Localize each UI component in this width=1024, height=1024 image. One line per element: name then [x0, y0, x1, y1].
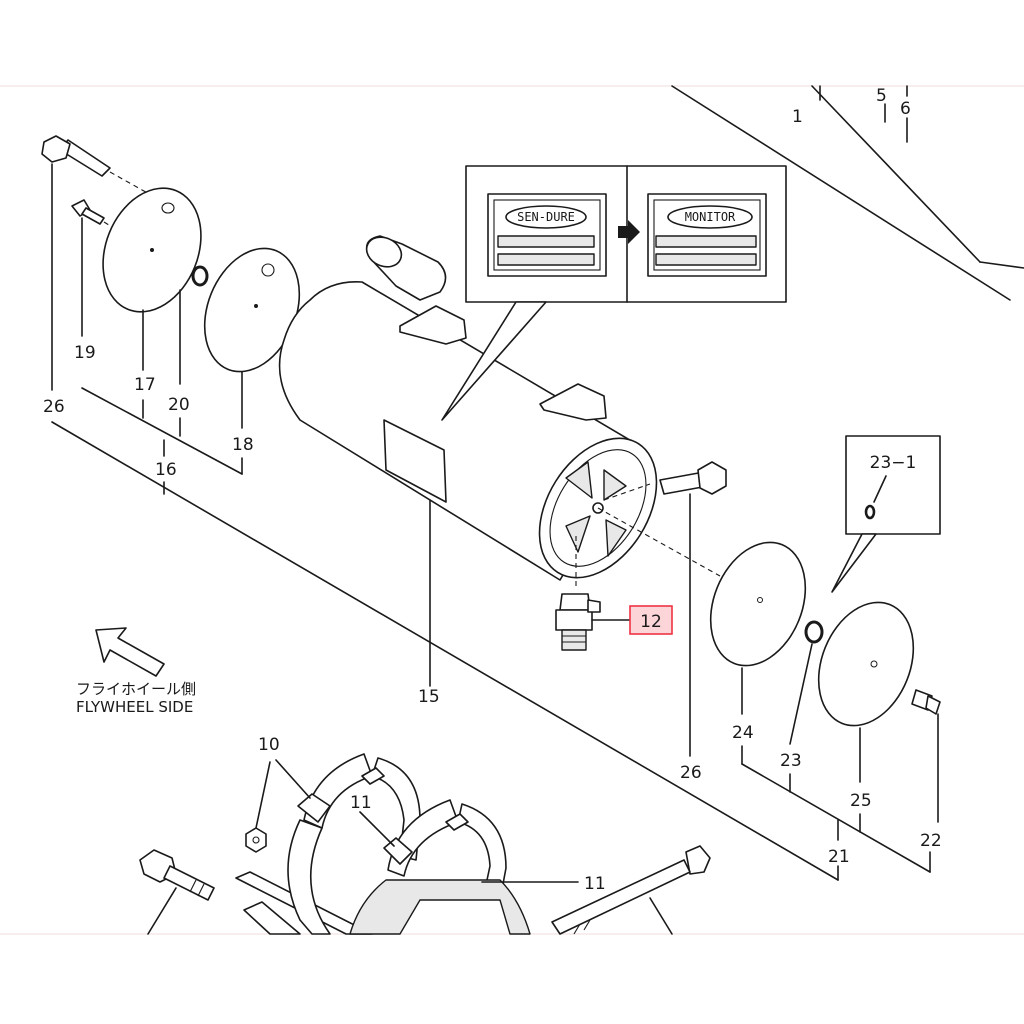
- o-ring-small: [191, 265, 209, 287]
- highlight-box-12: [629, 605, 673, 635]
- replacement-arrow-icon: [618, 220, 640, 244]
- part-number-22: 22: [920, 831, 942, 851]
- part-number-21: 21: [828, 847, 850, 867]
- gasket-right-hole: [757, 597, 763, 603]
- part-number-26-right: 26: [680, 763, 702, 783]
- part-number-6: 6: [900, 99, 911, 119]
- inset-label-new: MONITOR: [685, 210, 736, 224]
- flywheel-side-jp: フライホイール側: [76, 680, 196, 698]
- small-bolt-right: [911, 689, 941, 715]
- gasket-hole: [261, 263, 275, 277]
- gasket-center: [254, 304, 258, 308]
- inset-box-23-1: [845, 435, 941, 535]
- part-number-23-1: 23−1: [870, 453, 917, 473]
- part-number-20: 20: [168, 395, 190, 415]
- part-number-11-lower: 11: [584, 874, 606, 894]
- part-number-16: 16: [155, 460, 177, 480]
- flywheel-side-en: FLYWHEEL SIDE: [76, 698, 193, 716]
- leader-23-1: [873, 475, 887, 503]
- part-number-17: 17: [134, 375, 156, 395]
- inset-pointer-23-1: [831, 533, 877, 593]
- part-number-25: 25: [850, 791, 872, 811]
- small-bolt-left: [71, 199, 151, 251]
- part-number-11-upper: 11: [350, 793, 372, 813]
- left-leaders: [51, 163, 839, 881]
- end-cap-right: [817, 601, 915, 727]
- part-number-10: 10: [258, 735, 280, 755]
- label-change-inset: [441, 165, 787, 421]
- part-number-15: 15: [418, 687, 440, 707]
- part-number-1: 1: [792, 107, 803, 127]
- mounting-bracket-assembly: [139, 753, 711, 935]
- end-cap-hole: [870, 660, 878, 668]
- part-number-23: 23: [780, 751, 802, 771]
- long-bolt-left: [41, 135, 161, 201]
- top-right-reference: [671, 85, 1024, 301]
- o-ring-23-1: [864, 504, 876, 520]
- part-number-18: 18: [232, 435, 254, 455]
- inset-label-old: SEN-DURE: [517, 210, 575, 224]
- part-number-12: 12: [640, 612, 662, 632]
- end-cover-hole: [161, 202, 175, 214]
- flywheel-direction-arrow-icon: [95, 627, 165, 677]
- drain-valve: [555, 536, 631, 651]
- right-leaders: [741, 643, 939, 881]
- part-number-24: 24: [732, 723, 754, 743]
- end-cover-center: [150, 248, 154, 252]
- long-bolt-right: [659, 461, 727, 495]
- gasket-disc-right: [709, 541, 807, 667]
- part-number-5: 5: [876, 86, 887, 106]
- air-cleaner-body: [278, 235, 721, 581]
- part-number-19: 19: [74, 343, 96, 363]
- o-ring-right: [804, 620, 824, 644]
- part-number-26-left: 26: [43, 397, 65, 417]
